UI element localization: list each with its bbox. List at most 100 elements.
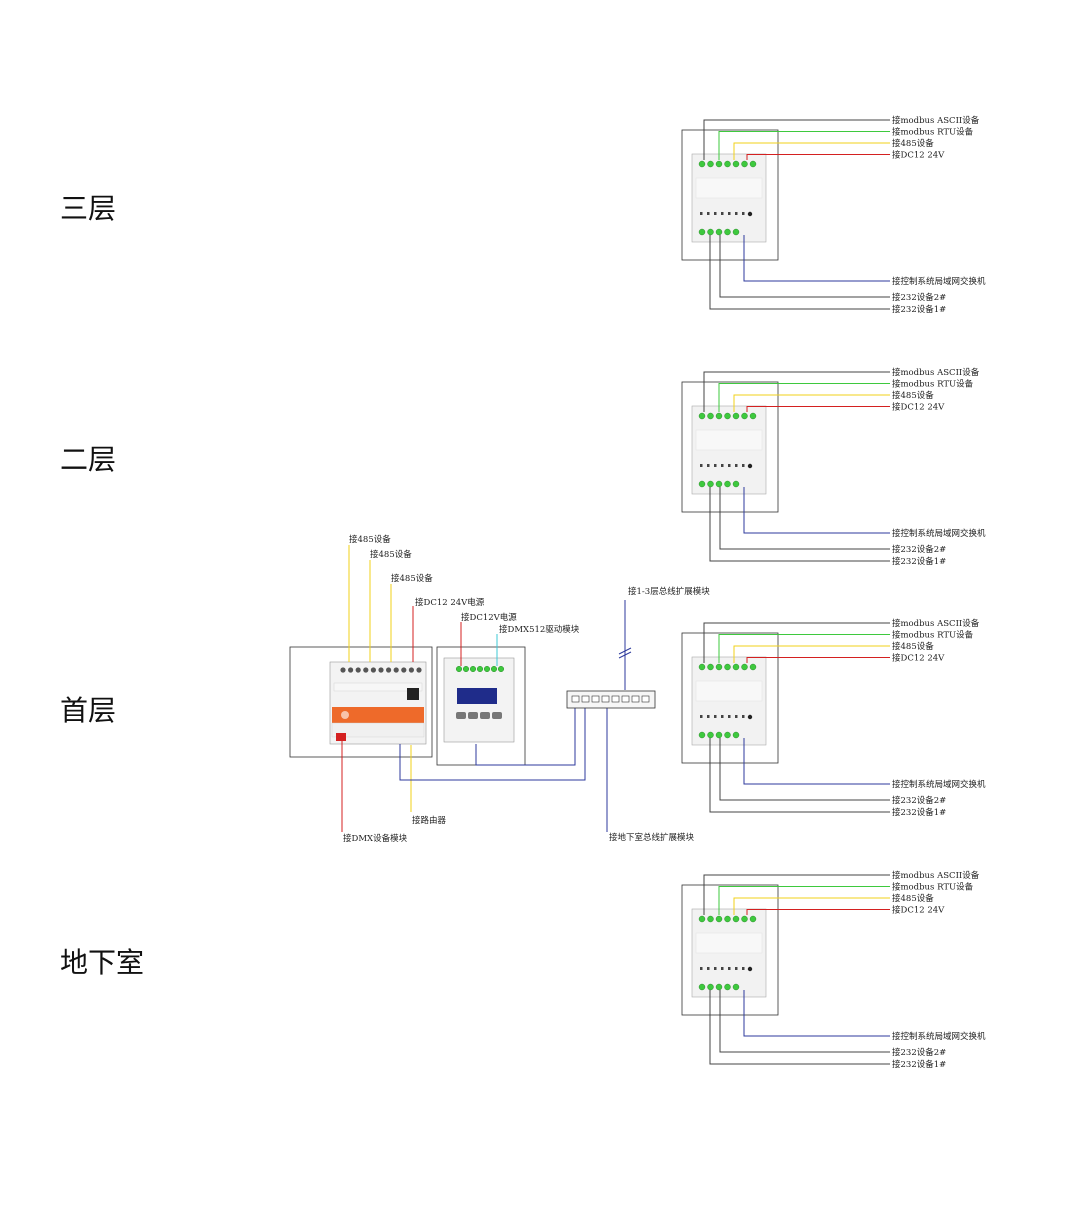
terminal-bottom bbox=[707, 731, 714, 739]
dmx-display bbox=[457, 688, 497, 704]
terminal-bottom bbox=[707, 983, 714, 991]
indicator-led bbox=[721, 464, 724, 467]
module-wire-bottom bbox=[709, 487, 890, 562]
terminal-bottom bbox=[724, 480, 731, 488]
terminal-top bbox=[732, 663, 740, 671]
terminal-top bbox=[698, 160, 706, 168]
terminal-top bbox=[707, 663, 714, 671]
module-wire-top bbox=[718, 886, 890, 915]
module-wire-top bbox=[703, 622, 890, 663]
terminal-bottom bbox=[707, 228, 714, 236]
indicator-led bbox=[707, 464, 710, 467]
module-label-top: 接DC12 24V bbox=[892, 905, 945, 916]
module-wire-bottom bbox=[743, 235, 890, 282]
terminal-bottom bbox=[715, 731, 723, 739]
module-label-top: 接modbus ASCII设备 bbox=[892, 870, 980, 881]
module-label-bottom: 接控制系统局域网交换机 bbox=[892, 779, 986, 790]
switch-port bbox=[641, 695, 650, 703]
terminal-bottom bbox=[698, 731, 706, 739]
terminal-bottom bbox=[707, 480, 714, 488]
dmx-terminal bbox=[484, 666, 491, 673]
switch-label-upper: 接1-3层总线扩展模块 bbox=[628, 586, 710, 597]
indicator-led bbox=[742, 715, 745, 718]
module-label-bottom: 接232设备1# bbox=[892, 807, 946, 818]
module-label-top: 接modbus RTU设备 bbox=[892, 882, 974, 893]
indicator-led bbox=[742, 212, 745, 215]
module-wire-top bbox=[746, 406, 890, 412]
indicator-led bbox=[721, 212, 724, 215]
dmx-terminal bbox=[498, 666, 505, 673]
switch-label-lower: 接地下室总线扩展模块 bbox=[609, 832, 695, 843]
switch-port bbox=[611, 695, 620, 703]
module-wire-bottom bbox=[743, 487, 890, 534]
module-wire-bottom bbox=[719, 738, 890, 801]
module-label-top: 接modbus ASCII设备 bbox=[892, 115, 980, 126]
terminal-top bbox=[715, 160, 723, 168]
module-label-bottom: 接232设备1# bbox=[892, 304, 946, 315]
terminal-bottom bbox=[698, 983, 706, 991]
module-wire-bottom bbox=[719, 990, 890, 1053]
terminal-top bbox=[715, 412, 723, 420]
module-wire-bottom bbox=[709, 235, 890, 310]
module-wire-top bbox=[733, 645, 890, 663]
module-wire-top bbox=[703, 371, 890, 412]
terminal-top bbox=[749, 915, 757, 923]
terminal-top bbox=[741, 160, 748, 168]
ctrl-label-dmx-module: 接DMX设备模块 bbox=[343, 833, 408, 844]
dmx-terminal bbox=[491, 666, 498, 673]
terminal-bottom bbox=[698, 480, 706, 488]
terminal-top bbox=[724, 663, 731, 671]
module-label-bottom: 接控制系统局域网交换机 bbox=[892, 528, 986, 539]
switch-port bbox=[571, 695, 580, 703]
module-label-top: 接485设备 bbox=[892, 390, 934, 401]
terminal-top bbox=[707, 412, 714, 420]
indicator-led bbox=[742, 464, 745, 467]
module-wire-top bbox=[703, 119, 890, 160]
indicator-led bbox=[700, 967, 703, 970]
module-label-top: 接modbus ASCII设备 bbox=[892, 618, 980, 629]
terminal-top bbox=[724, 412, 731, 420]
indicator-led bbox=[700, 715, 703, 718]
controller-terminal bbox=[386, 667, 392, 673]
terminal-bottom bbox=[732, 983, 740, 991]
module-label-top: 接modbus RTU设备 bbox=[892, 127, 974, 138]
terminal-top bbox=[698, 663, 706, 671]
module-frame bbox=[681, 129, 779, 261]
controller-terminal bbox=[348, 667, 354, 673]
network-switch bbox=[566, 690, 656, 709]
indicator-led bbox=[707, 212, 710, 215]
module-label-bottom: 接232设备2# bbox=[892, 544, 946, 555]
module-label-top: 接DC12 24V bbox=[892, 653, 945, 664]
terminal-top bbox=[749, 412, 757, 420]
indicator-led bbox=[728, 967, 731, 970]
terminal-bottom bbox=[724, 983, 731, 991]
controller-terminal bbox=[393, 667, 399, 673]
module-label-top: 接modbus RTU设备 bbox=[892, 379, 974, 390]
terminal-top bbox=[715, 915, 723, 923]
main-controller bbox=[289, 646, 526, 766]
module-label-bottom: 接控制系统局域网交换机 bbox=[892, 1031, 986, 1042]
terminal-top bbox=[707, 915, 714, 923]
module-label-bottom: 接232设备2# bbox=[892, 795, 946, 806]
controller-terminal bbox=[340, 667, 346, 673]
terminal-bottom bbox=[715, 983, 723, 991]
terminal-bottom bbox=[715, 480, 723, 488]
module-label-top: 接modbus RTU设备 bbox=[892, 630, 974, 641]
controller-terminal bbox=[378, 667, 384, 673]
qr-code-icon bbox=[407, 688, 419, 700]
terminal-top bbox=[698, 915, 706, 923]
module-label-top: 接485设备 bbox=[892, 641, 934, 652]
ctrl-label-dc12v: 接DC12V电源 bbox=[461, 612, 517, 623]
controller-terminal bbox=[363, 667, 369, 673]
indicator-led bbox=[728, 212, 731, 215]
controller-orange-band bbox=[332, 707, 424, 723]
terminal-top bbox=[698, 412, 706, 420]
terminal-top bbox=[707, 160, 714, 168]
terminal-top bbox=[724, 915, 731, 923]
terminal-top bbox=[715, 663, 723, 671]
